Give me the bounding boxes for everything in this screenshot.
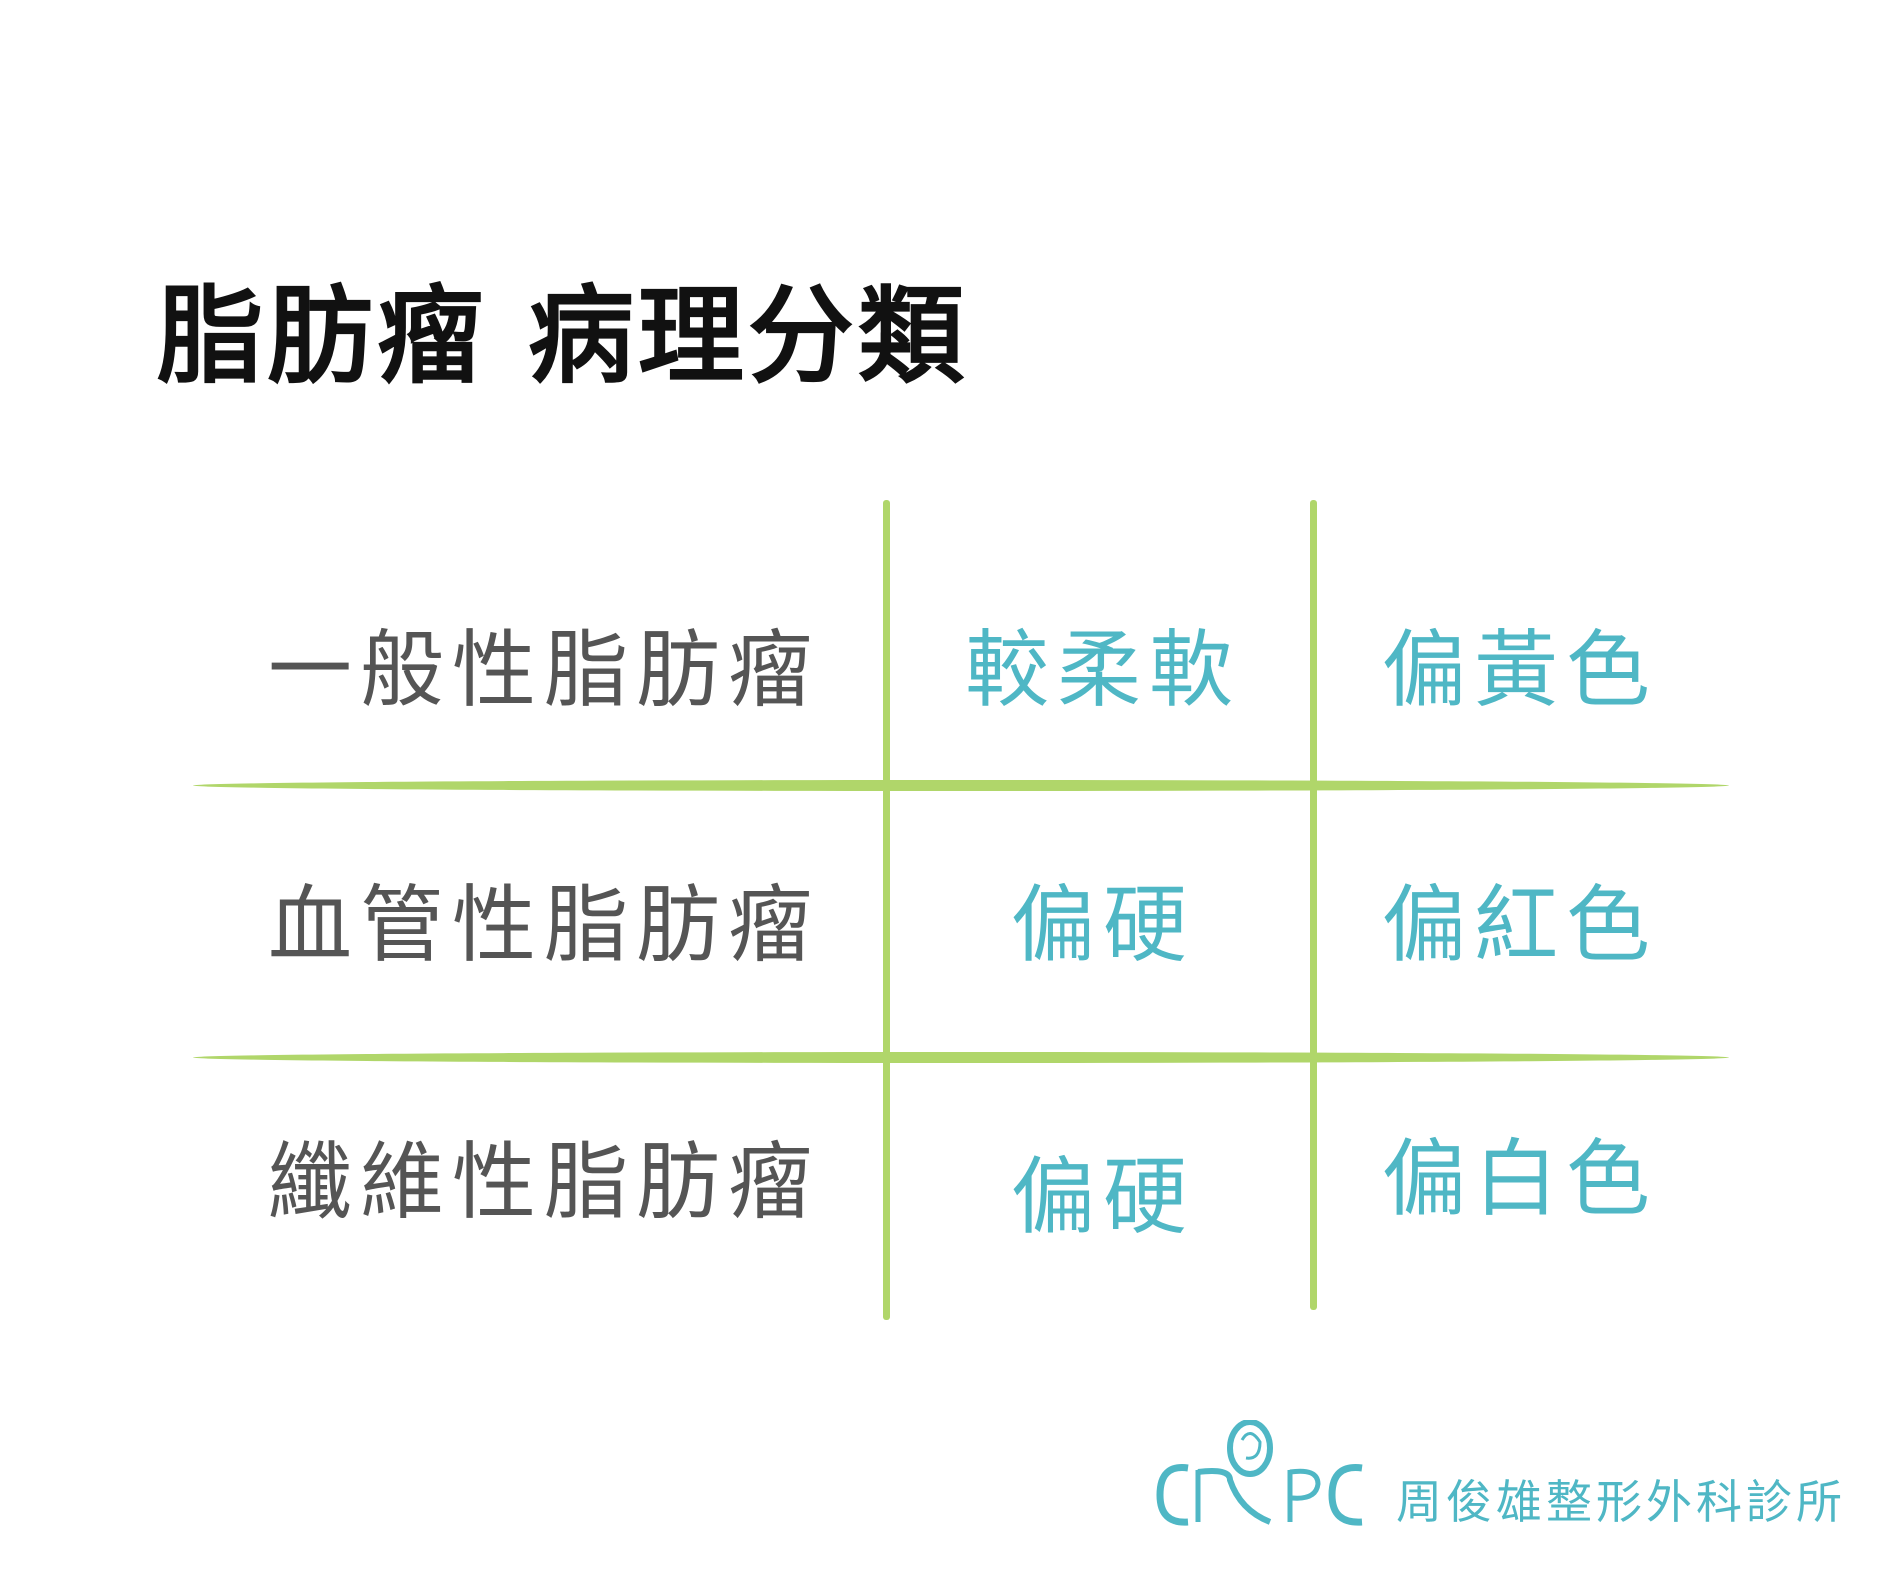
grid-divider-horizontal-2: [193, 1052, 1729, 1063]
clinic-logo: [1156, 1420, 1363, 1526]
lipoma-type: 血管性脂肪瘤: [267, 875, 820, 974]
grid-divider-horizontal-1: [193, 780, 1729, 791]
lipoma-color: 偏白色: [1381, 1129, 1658, 1228]
clinic-name: 周俊雄整形外科診所: [1396, 1475, 1846, 1529]
grid-divider-vertical-1: [883, 500, 890, 1320]
grid-divider-vertical-2: [1310, 500, 1317, 1310]
page-title: 脂肪瘤 病理分類: [157, 275, 968, 398]
lipoma-texture: 偏硬: [1010, 1147, 1195, 1246]
lipoma-color: 偏紅色: [1381, 875, 1658, 974]
lipoma-color: 偏黃色: [1381, 620, 1658, 719]
lipoma-texture: 偏硬: [1010, 875, 1195, 974]
lipoma-type: 一般性脂肪瘤: [267, 620, 820, 719]
lipoma-type: 纖維性脂肪瘤: [267, 1132, 820, 1231]
lipoma-texture: 較柔軟: [964, 620, 1241, 719]
